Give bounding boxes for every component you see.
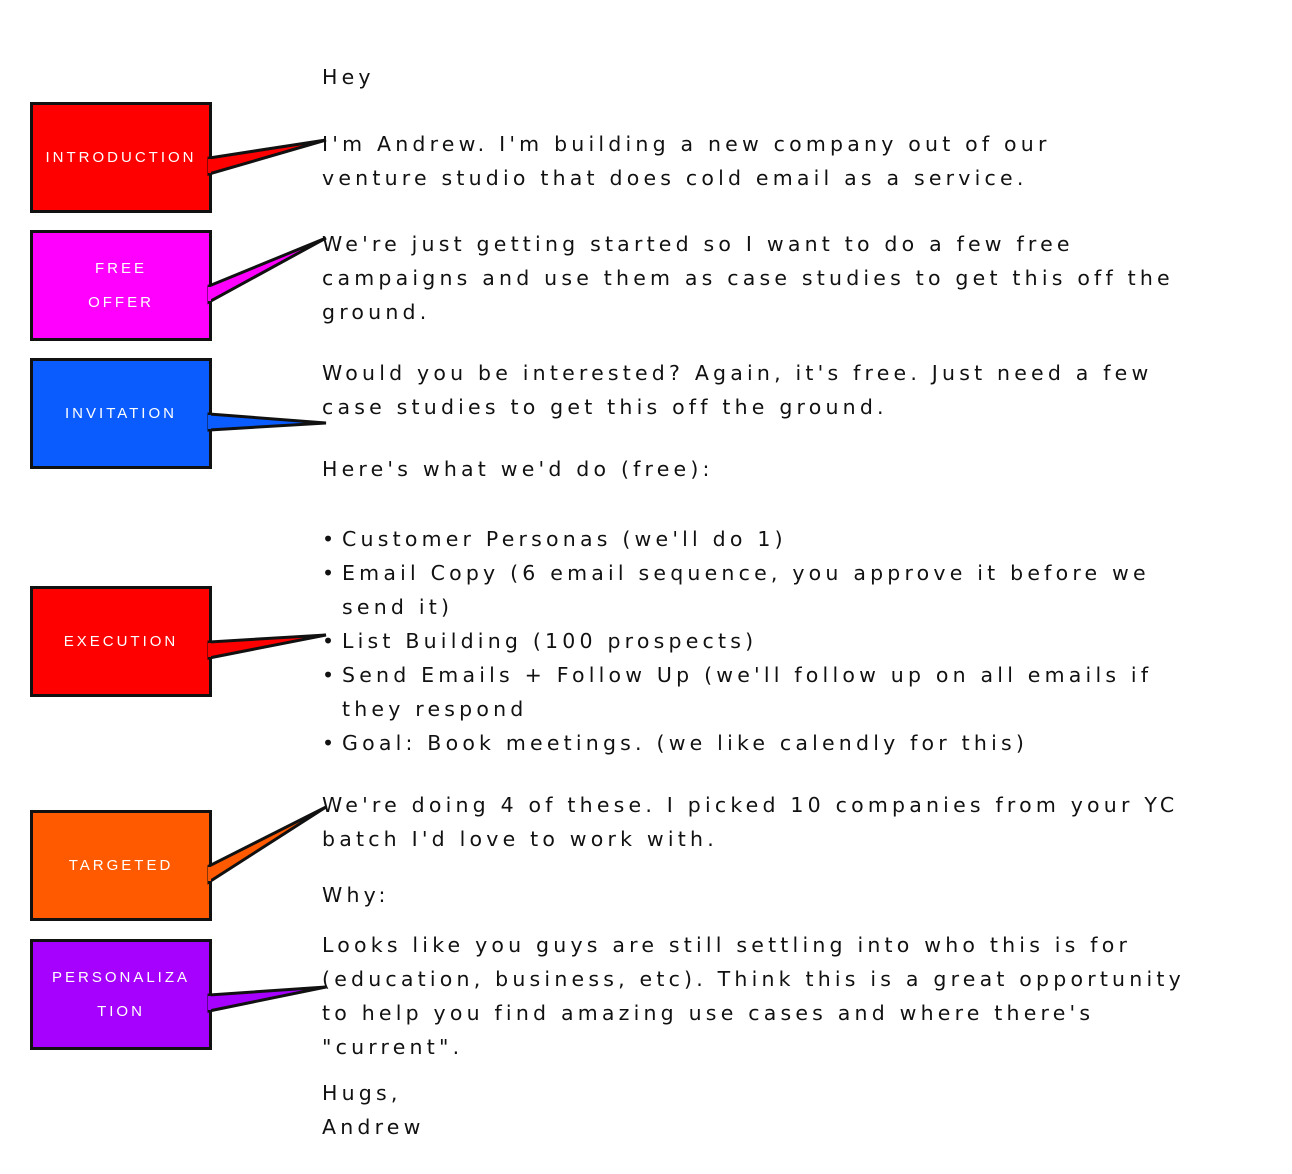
targeted-line: We're doing 4 of these. I picked 10 comp… — [322, 793, 1179, 817]
callout-execution: EXECUTION — [30, 586, 327, 697]
callout-pointer-seam — [208, 643, 211, 657]
callout-pointer — [207, 138, 327, 176]
callout-pointer — [207, 412, 327, 432]
lead-in: Here's what we'd do (free): — [322, 457, 714, 481]
callout-label: EXECUTION — [30, 586, 212, 697]
offer-line: campaigns and use them as case studies t… — [322, 266, 1174, 290]
callout-label-line: TARGETED — [68, 856, 174, 874]
callout-introduction: INTRODUCTION — [30, 102, 327, 213]
callout-personalization: PERSONALIZA TION — [30, 939, 327, 1050]
callout-pointer-seam — [208, 287, 211, 301]
greeting: Hey — [322, 65, 375, 89]
signoff-line: Hugs, — [322, 1081, 402, 1105]
list-item-line: Goal: Book meetings. (we like calendly f… — [342, 731, 1029, 755]
list-item-line: send it) — [342, 595, 454, 619]
targeted-line: batch I'd love to work with. — [322, 827, 718, 851]
execution-list: Customer Personas (we'll do 1) Email Cop… — [322, 522, 1152, 760]
callout-label: INVITATION — [30, 358, 212, 469]
callout-pointer-shape — [207, 805, 327, 885]
signoff: Hugs, Andrew — [322, 1076, 425, 1144]
list-item-line: Send Emails + Follow Up (we'll follow up… — [342, 663, 1153, 687]
invitation-paragraph: Would you be interested? Again, it's fre… — [322, 356, 1152, 424]
callout-pointer — [207, 236, 327, 305]
callout-label-line: TION — [97, 1002, 145, 1020]
callout-pointer-seam — [208, 996, 211, 1010]
list-item: Customer Personas (we'll do 1) — [322, 522, 1152, 556]
callout-label: PERSONALIZA TION — [30, 939, 212, 1050]
callout-label: INTRODUCTION — [30, 102, 212, 213]
callout-pointer-shape — [207, 138, 327, 176]
callout-pointer-shape — [207, 633, 327, 660]
callout-targeted: TARGETED — [30, 805, 327, 921]
invitation-line: case studies to get this off the ground. — [322, 395, 888, 419]
personalization-paragraph: Looks like you guys are still settling i… — [322, 928, 1185, 1064]
list-item-line: List Building (100 prospects) — [342, 629, 758, 653]
list-item: List Building (100 prospects) — [322, 624, 1152, 658]
callout-pointer-shape — [207, 412, 327, 432]
list-item-line: Email Copy (6 email sequence, you approv… — [342, 561, 1150, 585]
list-item: Email Copy (6 email sequence, you approv… — [322, 556, 1152, 624]
callout-pointer — [207, 633, 327, 660]
personalization-line: "current". — [322, 1035, 464, 1059]
intro-paragraph: I'm Andrew. I'm building a new company o… — [322, 127, 1051, 195]
callout-label-line: INVITATION — [65, 404, 177, 422]
callout-label-line: FREE — [94, 259, 147, 277]
offer-paragraph: We're just getting started so I want to … — [322, 227, 1174, 329]
list-item-line: they respond — [342, 697, 528, 721]
callout-invitation: INVITATION — [30, 358, 327, 469]
callout-pointer-shape — [207, 236, 327, 305]
callout-label-line: INTRODUCTION — [45, 148, 197, 166]
callout-free-offer: FREE OFFER — [30, 230, 327, 341]
list-item-line: Customer Personas (we'll do 1) — [342, 527, 787, 551]
callout-pointer — [207, 985, 327, 1013]
list-item: Goal: Book meetings. (we like calendly f… — [322, 726, 1152, 760]
targeted-paragraph: We're doing 4 of these. I picked 10 comp… — [322, 788, 1178, 856]
personalization-line: to help you find amazing use cases and w… — [322, 1001, 1095, 1025]
callout-label-line: PERSONALIZA — [51, 968, 191, 986]
offer-line: ground. — [322, 300, 431, 324]
callout-label: TARGETED — [30, 810, 212, 921]
list-item: Send Emails + Follow Up (we'll follow up… — [322, 658, 1152, 726]
callout-pointer-shape — [207, 985, 327, 1013]
callout-label-line: OFFER — [88, 293, 154, 311]
signoff-line: Andrew — [322, 1115, 425, 1139]
callout-pointer-seam — [208, 159, 211, 173]
personalization-line: (education, business, etc). Think this i… — [322, 967, 1185, 991]
callout-label-line: EXECUTION — [63, 632, 179, 650]
callout-pointer-seam — [208, 415, 211, 429]
why-line: Why: — [322, 883, 390, 907]
intro-line: venture studio that does cold email as a… — [322, 166, 1028, 190]
invitation-line: Would you be interested? Again, it's fre… — [322, 361, 1153, 385]
callout-pointer-seam — [208, 867, 211, 881]
offer-line: We're just getting started so I want to … — [322, 232, 1074, 256]
intro-line: I'm Andrew. I'm building a new company o… — [322, 132, 1051, 156]
callout-label: FREE OFFER — [30, 230, 212, 341]
callout-pointer — [207, 805, 327, 885]
personalization-line: Looks like you guys are still settling i… — [322, 933, 1132, 957]
